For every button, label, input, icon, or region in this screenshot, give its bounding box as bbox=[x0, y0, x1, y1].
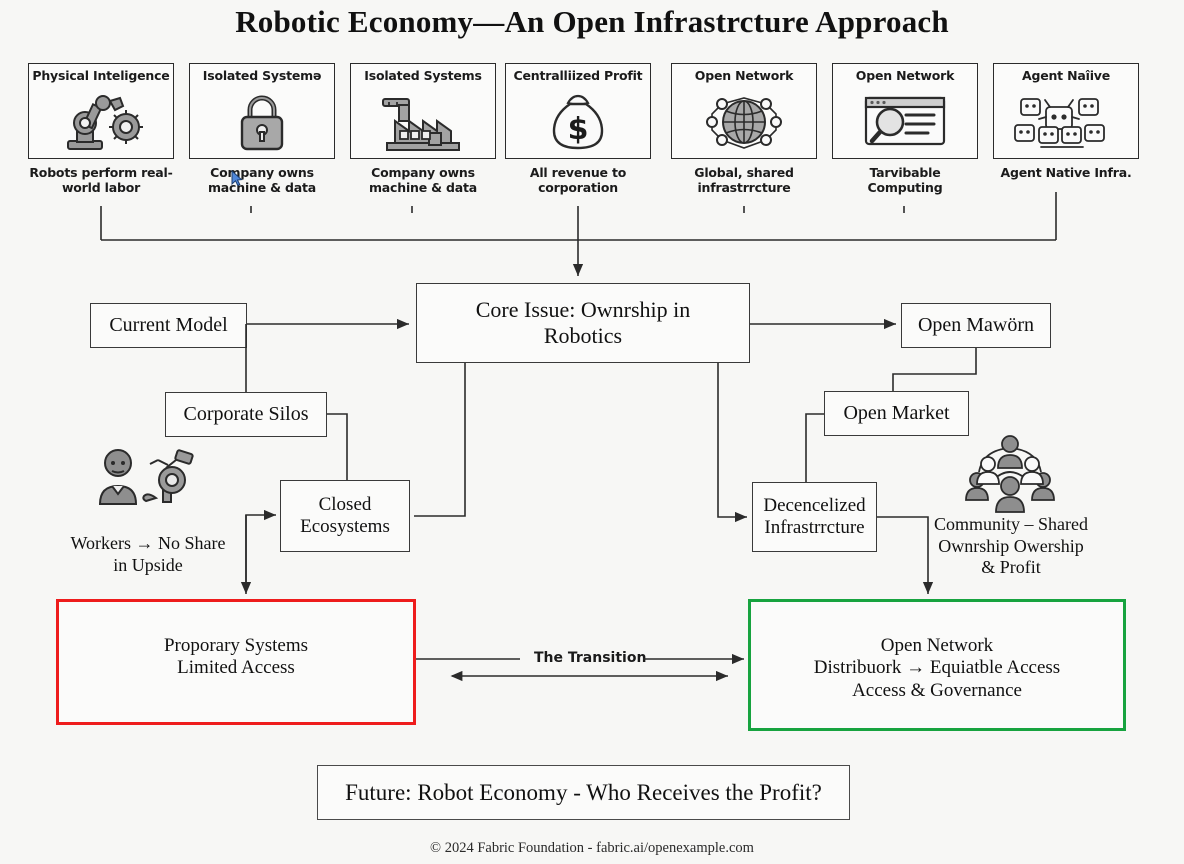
card-caption: Robots perform real-world labor bbox=[28, 165, 174, 195]
caption-line-2: machine & data bbox=[207, 180, 317, 195]
caption-line-2: infrastrrcture bbox=[697, 180, 791, 195]
mouse-cursor-icon bbox=[231, 169, 243, 187]
node-current-model[interactable]: Current Model bbox=[90, 303, 247, 348]
node-open-mawörn[interactable]: Open Mawörn bbox=[901, 303, 1051, 348]
note-workers: Workers → No Share in Upside bbox=[64, 533, 232, 576]
caption-line-2: real-world labor bbox=[61, 165, 173, 195]
node-open-market-label: Open Market bbox=[843, 401, 950, 424]
node-core-issue-text: Core Issue: Ownrship in Robotics bbox=[476, 297, 690, 349]
decentralized-line-1: Decencelized bbox=[763, 494, 866, 516]
workers-line-2: Share in Upside bbox=[113, 533, 226, 575]
note-community: Community – Shared Ownrship Owership & P… bbox=[930, 514, 1092, 579]
transition-label: The Transition bbox=[528, 650, 653, 666]
card-title: Agent Naîive bbox=[1021, 68, 1111, 83]
card-caption: Company owns machine & data bbox=[189, 165, 335, 195]
card-open-network-global[interactable]: Open Network bbox=[671, 63, 817, 195]
node-closed-ecosystems-text: Closed Ecosystems bbox=[300, 494, 390, 539]
card-centralized-profit[interactable]: Centralliized Profit $ All revenue to co… bbox=[505, 63, 651, 195]
outcome-right-text: Open Network Distribuork → Equiatble Acc… bbox=[751, 635, 1123, 702]
card-open-network-compute[interactable]: Open Network Tarvibable Computing bbox=[832, 63, 978, 195]
node-decentralized-text: Decencelized Infrastrrcture bbox=[763, 495, 865, 540]
globe-network-icon bbox=[672, 86, 816, 158]
footer-question-label: Future: Robot Economy - Who Receives the… bbox=[345, 779, 822, 805]
outcome-right-line-1: Open Network bbox=[880, 635, 994, 656]
community-group-icon bbox=[950, 434, 1070, 514]
node-current-model-label: Current Model bbox=[109, 313, 228, 336]
card-frame: Isolated Systemǝ bbox=[189, 63, 335, 159]
card-physical-intelligence[interactable]: Physical Inteligence bbox=[28, 63, 174, 195]
card-frame: Isolated Systems bbox=[350, 63, 496, 159]
page-title: Robotic Economy—An Open Infrastrcture Ap… bbox=[235, 4, 949, 39]
closed-eco-line-2: Ecosystems bbox=[300, 516, 390, 537]
card-title: Isolated Systems bbox=[364, 68, 482, 83]
caption-line-2: machine & data bbox=[368, 180, 478, 195]
caption-line-1: Tarvibable bbox=[869, 165, 941, 180]
card-isolated-systems-factory[interactable]: Isolated Systems bbox=[350, 63, 496, 195]
card-title: Open Network bbox=[694, 68, 794, 83]
worker-and-robot-icon bbox=[78, 446, 218, 508]
card-frame: Centralliized Profit $ bbox=[505, 63, 651, 159]
card-title: Open Network bbox=[855, 68, 955, 83]
caption-line-1: Global, shared bbox=[694, 165, 794, 180]
money-bag-icon: $ bbox=[506, 86, 650, 158]
node-closed-ecosystems[interactable]: Closed Ecosystems bbox=[280, 480, 410, 552]
card-title: Centralliized Profit bbox=[513, 68, 643, 83]
card-frame: Open Network bbox=[832, 63, 978, 159]
robot-arm-gear-icon bbox=[29, 86, 173, 158]
card-frame: Agent Naîive bbox=[993, 63, 1139, 159]
core-issue-line-2: Robotics bbox=[543, 323, 623, 348]
community-line-1: Community – bbox=[934, 514, 1034, 534]
caption-line-1: Company owns bbox=[210, 165, 314, 180]
robot-group-icon bbox=[994, 86, 1138, 158]
card-caption: Company owns machine & data bbox=[350, 165, 496, 195]
card-caption: All revenue to corporation bbox=[505, 165, 651, 195]
closed-eco-line-1: Closed bbox=[318, 493, 372, 515]
caption-line-2: corporation bbox=[538, 180, 618, 195]
node-open-market[interactable]: Open Market bbox=[824, 391, 969, 436]
outcome-left-line-1: Proporary Systems bbox=[163, 635, 309, 656]
card-frame: Physical Inteligence bbox=[28, 63, 174, 159]
svg-text:$: $ bbox=[568, 112, 589, 147]
outcome-right-line-2: Distribuork → Equiatble Access bbox=[813, 657, 1061, 679]
caption-line-1: Company owns bbox=[371, 165, 475, 180]
card-title: Physical Inteligence bbox=[32, 68, 170, 83]
outcome-proprietary-systems[interactable]: Proporary Systems Limited Access bbox=[56, 599, 416, 725]
outcome-left-text: Proporary Systems Limited Access bbox=[59, 635, 413, 680]
caption-line-1: Agent Native Infra. bbox=[1000, 165, 1132, 180]
caption-line-2: Computing bbox=[867, 180, 943, 195]
caption-line-1: All revenue to bbox=[529, 165, 627, 180]
decentralized-line-2: Infrastrrcture bbox=[764, 517, 865, 538]
node-corporate-silos[interactable]: Corporate Silos bbox=[165, 392, 327, 437]
node-corporate-silos-label: Corporate Silos bbox=[183, 402, 309, 425]
workers-line-1: Workers → No bbox=[70, 533, 181, 553]
card-caption: Agent Native Infra. bbox=[993, 165, 1139, 180]
card-caption: Tarvibable Computing bbox=[832, 165, 978, 195]
core-issue-line-1: Core Issue: Ownrship in bbox=[475, 297, 691, 323]
copyright-text: © 2024 Fabric Foundation - fabric.ai/ope… bbox=[430, 840, 754, 856]
browser-search-icon bbox=[833, 86, 977, 158]
card-frame: Open Network bbox=[671, 63, 817, 159]
factory-icon bbox=[351, 86, 495, 158]
outcome-open-network[interactable]: Open Network Distribuork → Equiatble Acc… bbox=[748, 599, 1126, 731]
node-core-issue[interactable]: Core Issue: Ownrship in Robotics bbox=[416, 283, 750, 363]
card-agent-native[interactable]: Agent Naîive bbox=[993, 63, 1139, 180]
community-line-3: Owership & Profit bbox=[981, 535, 1084, 578]
card-title: Isolated Systemǝ bbox=[202, 68, 322, 83]
community-line-2: Shared Ownrship bbox=[938, 514, 1088, 556]
card-isolated-systems-lock[interactable]: Isolated Systemǝ Company owns machine & … bbox=[189, 63, 335, 195]
outcome-right-line-3: Access & Governance bbox=[852, 679, 1022, 701]
card-caption: Global, shared infrastrrcture bbox=[671, 165, 817, 195]
footer-question-box[interactable]: Future: Robot Economy - Who Receives the… bbox=[317, 765, 850, 820]
padlock-icon bbox=[190, 86, 334, 158]
node-open-mawörn-label: Open Mawörn bbox=[917, 313, 1035, 336]
node-decentralized-infrastructure[interactable]: Decencelized Infrastrrcture bbox=[752, 482, 877, 552]
caption-line-1: Robots perform bbox=[29, 165, 137, 180]
outcome-left-line-2: Limited Access bbox=[177, 657, 295, 679]
